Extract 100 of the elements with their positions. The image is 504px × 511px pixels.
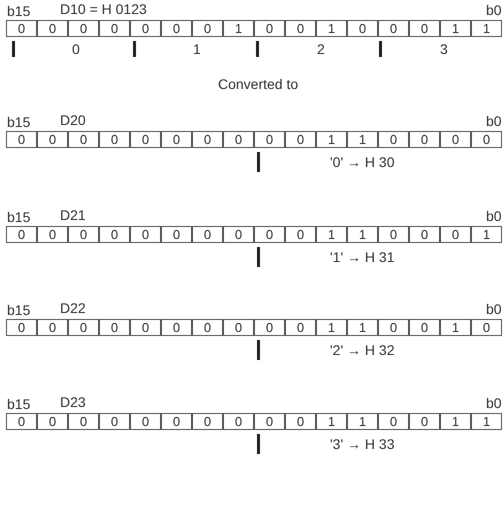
bit-label: b15 xyxy=(7,396,30,412)
bit-cell: 1 xyxy=(471,20,502,37)
bit-cell: 0 xyxy=(471,319,502,336)
bit-label: b15 xyxy=(7,3,30,19)
bit-cell: 0 xyxy=(285,226,316,243)
bit-cell: 0 xyxy=(130,20,161,37)
bit-cell: 0 xyxy=(192,20,223,37)
bit-cell: 0 xyxy=(99,20,130,37)
bit-cell: 0 xyxy=(68,131,99,148)
bit-cell: 0 xyxy=(440,226,471,243)
bit-cell: 0 xyxy=(440,131,471,148)
bit-cell: 0 xyxy=(37,20,68,37)
bit-cell: 1 xyxy=(316,20,347,37)
bit-cell: 0 xyxy=(254,131,285,148)
bit-cell: 0 xyxy=(378,413,409,430)
bit-cell: 0 xyxy=(6,131,37,148)
conversion-note: '1' → H 31 xyxy=(330,249,394,265)
bit-cell: 1 xyxy=(316,319,347,336)
bit-cell: 0 xyxy=(223,413,254,430)
bit-cell: 0 xyxy=(192,319,223,336)
bit-cell: 0 xyxy=(347,20,378,37)
bit-label: b0 xyxy=(486,395,502,411)
bit-cell: 1 xyxy=(316,131,347,148)
bit-cell: 1 xyxy=(347,131,378,148)
bit-cell: 0 xyxy=(285,20,316,37)
bit-cell: 1 xyxy=(471,226,502,243)
bit-cell: 0 xyxy=(161,20,192,37)
bit-cell: 1 xyxy=(440,413,471,430)
bit-cell: 0 xyxy=(37,226,68,243)
bit-label: b0 xyxy=(486,208,502,224)
bit-cell: 0 xyxy=(378,131,409,148)
bit-label: b0 xyxy=(486,113,502,129)
bit-cell: 0 xyxy=(254,226,285,243)
heading: Converted to xyxy=(218,76,298,92)
bit-cell: 0 xyxy=(37,319,68,336)
bit-cell: 1 xyxy=(316,226,347,243)
bit-cell: 0 xyxy=(254,319,285,336)
register-label: D22 xyxy=(60,300,86,316)
bit-cell: 0 xyxy=(254,413,285,430)
nibble-label: 2 xyxy=(317,41,325,57)
bit-cell: 0 xyxy=(192,131,223,148)
bit-cell: 0 xyxy=(6,226,37,243)
bit-cell: 0 xyxy=(192,226,223,243)
bit-cell: 0 xyxy=(161,226,192,243)
bit-cell: 0 xyxy=(68,319,99,336)
bit-cell: 0 xyxy=(254,20,285,37)
bit-cell: 0 xyxy=(285,413,316,430)
register-label: D10 = H 0123 xyxy=(60,1,147,17)
bit-label: b15 xyxy=(7,114,30,130)
bit-cell: 1 xyxy=(347,319,378,336)
bit-cell: 0 xyxy=(99,226,130,243)
bit-cell: 0 xyxy=(99,319,130,336)
bit-cell: 1 xyxy=(440,20,471,37)
bit-cell: 1 xyxy=(440,319,471,336)
bit-cell: 0 xyxy=(161,319,192,336)
bit-cell: 0 xyxy=(68,226,99,243)
bit-cell: 0 xyxy=(161,413,192,430)
bit-cell: 0 xyxy=(378,319,409,336)
bit-cell: 0 xyxy=(68,413,99,430)
bit-cell: 0 xyxy=(409,319,440,336)
bit-cell: 0 xyxy=(6,20,37,37)
nibble-label: 3 xyxy=(440,41,448,57)
register-label: D21 xyxy=(60,207,86,223)
bit-cell: 0 xyxy=(6,319,37,336)
bit-cell: 1 xyxy=(347,413,378,430)
bit-cell: 0 xyxy=(161,131,192,148)
bit-label: b15 xyxy=(7,209,30,225)
bit-cell: 0 xyxy=(378,20,409,37)
conversion-note: '0' → H 30 xyxy=(330,154,394,170)
bit-label: b0 xyxy=(486,301,502,317)
bit-cell: 0 xyxy=(130,226,161,243)
bit-cell: 0 xyxy=(192,413,223,430)
bit-cell: 0 xyxy=(471,131,502,148)
bit-cell: 0 xyxy=(37,413,68,430)
bit-cell: 1 xyxy=(347,226,378,243)
bit-cell: 0 xyxy=(130,413,161,430)
nibble-label: 0 xyxy=(72,41,80,57)
bit-cell: 0 xyxy=(223,226,254,243)
bit-cell: 0 xyxy=(223,319,254,336)
bit-label: b15 xyxy=(7,302,30,318)
bit-cell: 0 xyxy=(6,413,37,430)
conversion-note: '3' → H 33 xyxy=(330,436,394,452)
register-label: D20 xyxy=(60,112,86,128)
bit-cell: 0 xyxy=(37,131,68,148)
bit-label: b0 xyxy=(486,2,502,18)
bit-cell: 0 xyxy=(130,131,161,148)
bit-cell: 0 xyxy=(285,131,316,148)
bit-cell: 1 xyxy=(316,413,347,430)
register-label: D23 xyxy=(60,394,86,410)
bit-cell: 0 xyxy=(409,20,440,37)
conversion-note: '2' → H 32 xyxy=(330,342,394,358)
bit-cell: 0 xyxy=(285,319,316,336)
bit-cell: 1 xyxy=(471,413,502,430)
bit-cell: 1 xyxy=(223,20,254,37)
bit-cell: 0 xyxy=(68,20,99,37)
bit-cell: 0 xyxy=(409,413,440,430)
bit-cell: 0 xyxy=(99,131,130,148)
bit-cell: 0 xyxy=(130,319,161,336)
bit-cell: 0 xyxy=(378,226,409,243)
bit-cell: 0 xyxy=(409,131,440,148)
